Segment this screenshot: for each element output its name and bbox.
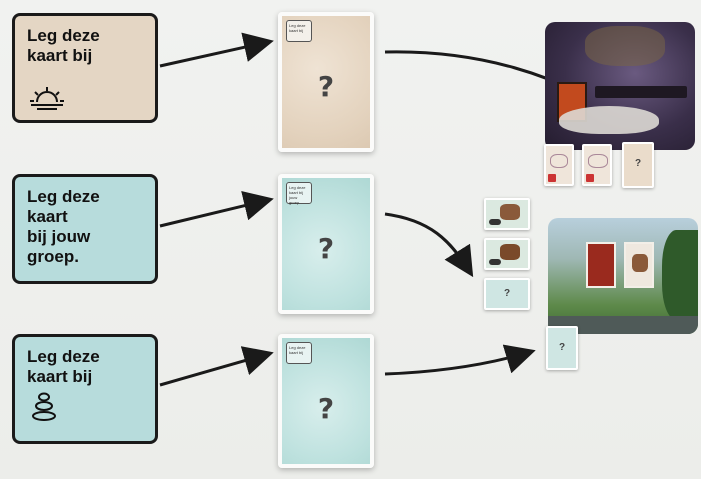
- cave-creature: [559, 106, 659, 134]
- scene-card-unknown-top: ?: [622, 142, 654, 188]
- card-badge: [489, 219, 501, 225]
- card-mini-label: Leg deze kaart bij jouw groep.: [286, 182, 312, 204]
- forest-tree: [662, 230, 698, 320]
- card-question-mark: ?: [282, 70, 370, 103]
- stones-icon: [31, 391, 57, 421]
- forest-card-red: [586, 242, 616, 288]
- instruction-text: Leg deze kaart bij: [27, 26, 143, 66]
- arrow-label2-to-card2: [160, 200, 268, 226]
- scene-card-1: [544, 144, 574, 186]
- card-badge: [586, 174, 594, 182]
- card-art: [550, 154, 568, 168]
- card-mini-label: Leg deze kaart bij: [286, 342, 312, 364]
- card-question-mark: ?: [486, 288, 528, 299]
- card-mini-label: Leg deze kaart bij: [286, 20, 312, 42]
- side-card-2: [484, 238, 530, 270]
- instruction-box-3: Leg deze kaart bij: [12, 334, 158, 444]
- scene-card-unknown-bottom: ?: [546, 326, 578, 370]
- sunset-icon: [29, 86, 65, 112]
- cave-board: [545, 22, 695, 150]
- card-art: [588, 154, 608, 168]
- instruction-text: Leg deze kaart bij: [27, 347, 143, 387]
- arrow-card2-to-scene: [385, 214, 470, 272]
- scene-card-2: [582, 144, 612, 186]
- cave-vines: [585, 26, 665, 66]
- forest-card-light: [624, 242, 654, 288]
- arrow-label1-to-card1: [160, 42, 268, 66]
- card-question-mark: ?: [282, 392, 370, 425]
- card-sunset: Leg deze kaart bij ?: [278, 12, 374, 152]
- card-question-mark: ?: [624, 158, 652, 169]
- card-art: [500, 244, 520, 260]
- side-card-1: [484, 198, 530, 230]
- card-group: Leg deze kaart bij jouw groep. ?: [278, 174, 374, 314]
- forest-board: [548, 218, 698, 334]
- instruction-box-1: Leg deze kaart bij: [12, 13, 158, 123]
- instruction-text: Leg deze kaart bij jouw groep.: [27, 187, 143, 267]
- side-card-unknown: ?: [484, 278, 530, 310]
- card-stones: Leg deze kaart bij ?: [278, 334, 374, 468]
- card-art: [500, 204, 520, 220]
- card-badge: [489, 259, 501, 265]
- card-question-mark: ?: [548, 342, 576, 353]
- card-art: [632, 254, 648, 272]
- arrow-label3-to-card3: [160, 354, 268, 385]
- cave-slots: [595, 86, 687, 98]
- card-question-mark: ?: [282, 232, 370, 265]
- arrow-card3-to-scene: [385, 352, 530, 374]
- card-badge: [548, 174, 556, 182]
- instruction-box-2: Leg deze kaart bij jouw groep.: [12, 174, 158, 284]
